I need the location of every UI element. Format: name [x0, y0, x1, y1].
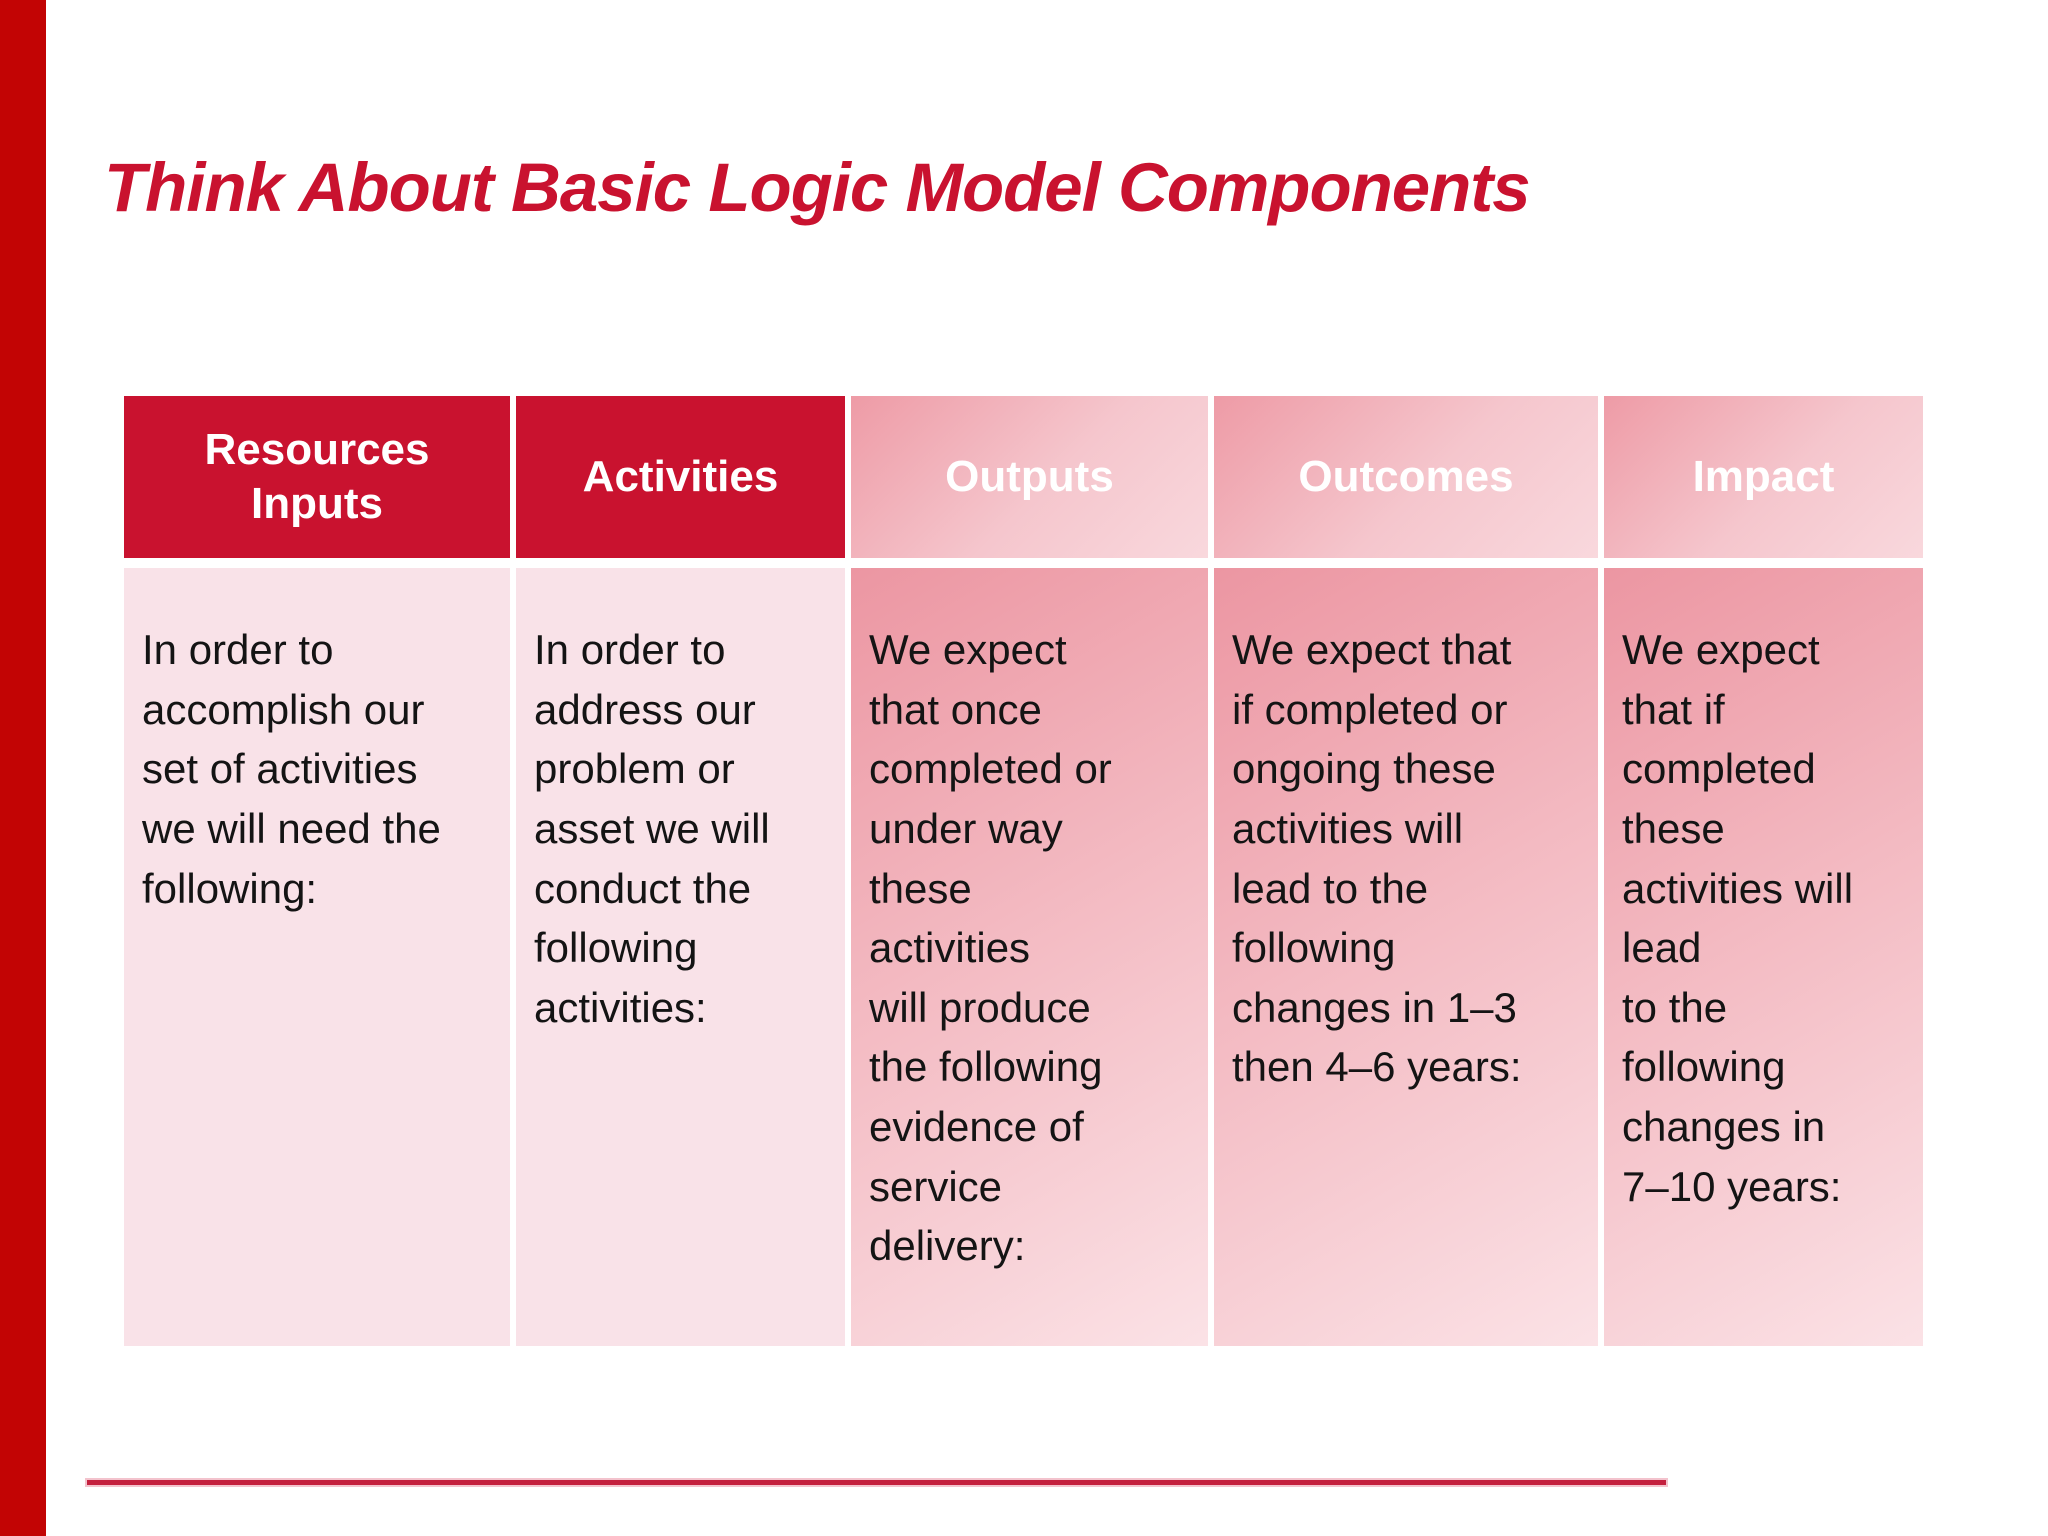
- body-cell-impact: We expect that if completed these activi…: [1604, 568, 1923, 1346]
- header-cell-impact: Impact: [1604, 396, 1923, 558]
- body-cell-activities: In order to address our problem or asset…: [516, 568, 845, 1346]
- header-cell-resources-inputs: Resources Inputs: [124, 396, 510, 558]
- body-cell-resources-inputs: In order to accomplish our set of activi…: [124, 568, 510, 1346]
- page-title: Think About Basic Logic Model Components: [104, 149, 1531, 226]
- left-accent-bar: [0, 0, 46, 1536]
- footer-rule: [87, 1480, 1666, 1485]
- header-cell-activities: Activities: [516, 396, 845, 558]
- logic-model-table: Resources Inputs Activities Outputs Outc…: [124, 396, 1923, 1346]
- body-cell-outcomes: We expect that if completed or ongoing t…: [1214, 568, 1598, 1346]
- body-cell-outputs: We expect that once completed or under w…: [851, 568, 1208, 1346]
- header-cell-outputs: Outputs: [851, 396, 1208, 558]
- header-cell-outcomes: Outcomes: [1214, 396, 1598, 558]
